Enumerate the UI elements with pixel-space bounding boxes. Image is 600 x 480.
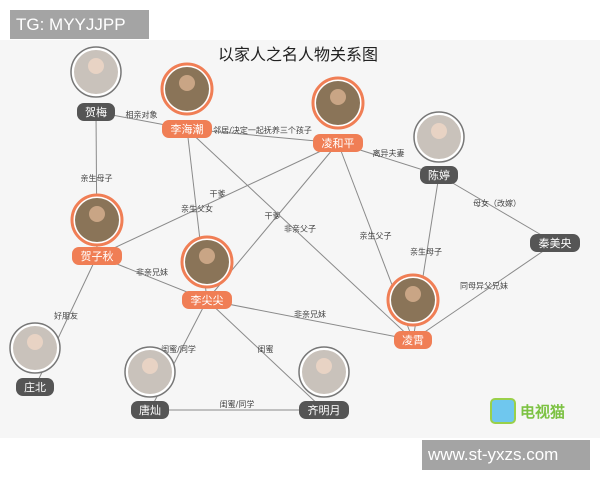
edge-label: 离异夫妻 (373, 148, 405, 158)
avatar-face (330, 89, 346, 105)
node-label-bg (162, 120, 212, 138)
avatar-face (179, 75, 195, 91)
edge-label: 母女（改嫁） (473, 198, 521, 208)
node-qinmy[interactable]: 秦美央 (530, 234, 580, 252)
node-label: 贺子秋 (81, 249, 114, 263)
avatar-face (316, 358, 332, 374)
edge-label: 闺蜜/同学 (161, 344, 196, 354)
node-label: 陈婷 (428, 168, 450, 182)
edge-tangcan-qimy: 闺蜜/同学 (150, 399, 324, 411)
node-label: 贺梅 (85, 105, 107, 119)
node-label: 唐灿 (139, 403, 161, 417)
edge-label: 非亲兄妹 (294, 309, 326, 319)
avatar-face (405, 286, 421, 302)
node-label: 庄北 (24, 380, 46, 394)
node-label: 李尖尖 (191, 293, 224, 307)
node-label-bg (72, 247, 122, 265)
edge-line (96, 142, 339, 257)
edge-chenting-qinmy: 母女（改嫁） (438, 174, 556, 244)
node-qimy[interactable]: 齐明月 (298, 346, 350, 419)
edge-qinmy-lingxiao: 同母异父兄妹 (412, 242, 556, 341)
avatar-face (88, 58, 104, 74)
edge-label: 闺蜜/同学 (220, 399, 255, 409)
edge-label: 邻居/决定一起抚养三个孩子 (213, 125, 312, 135)
edge-label: 同母异父兄妹 (460, 281, 508, 291)
edge-line (412, 242, 556, 341)
edge-label: 亲生父女 (181, 204, 213, 214)
node-lijj[interactable]: 李尖尖 (180, 235, 234, 309)
edge-hezq-linghp: 干爹 (96, 142, 339, 257)
node-label: 李海潮 (171, 122, 204, 136)
edge-label: 亲生母子 (81, 173, 113, 183)
node-label-bg (420, 166, 458, 184)
edge-label: 相亲对象 (126, 110, 158, 120)
node-label-bg (77, 103, 115, 121)
avatar-face (89, 206, 105, 222)
node-label-bg (182, 291, 232, 309)
edge-label: 好朋友 (54, 311, 78, 321)
node-zhuangbei[interactable]: 庄北 (9, 322, 61, 396)
node-hemei[interactable]: 贺梅 (70, 46, 122, 121)
tv-cat-icon (490, 398, 516, 424)
relationship-diagram: 以家人之名人物关系图 相亲对象邻居/决定一起抚养三个孩子亲生母子干爹亲生父女干爹… (0, 40, 600, 438)
node-tangcan[interactable]: 唐灿 (124, 346, 176, 419)
node-lihaichao[interactable]: 李海潮 (160, 62, 214, 138)
avatar-face (199, 248, 215, 264)
edge-line (206, 299, 414, 341)
edge-lihaichao-lingxiao: 非亲父子 (186, 128, 414, 341)
diagram-title: 以家人之名人物关系图 (218, 45, 378, 64)
edge-label: 非亲父子 (284, 224, 316, 234)
logo: 电视猫 (490, 398, 565, 424)
avatar-face (431, 123, 447, 139)
node-chenting[interactable]: 陈婷 (413, 111, 465, 184)
edge-line (186, 128, 339, 144)
avatar-face (27, 334, 43, 350)
node-label: 秦美央 (539, 236, 572, 250)
edge-lijj-qimy: 闺蜜 (206, 299, 325, 411)
edge-label: 干爹 (210, 189, 226, 199)
edge-line (438, 174, 556, 244)
node-lingxiao[interactable]: 凌霄 (386, 273, 440, 349)
edge-label: 干爹 (265, 211, 281, 221)
edge-line (186, 128, 414, 341)
node-label-bg (313, 134, 363, 152)
edge-lijj-lingxiao: 非亲兄妹 (206, 299, 414, 341)
node-label-bg (530, 234, 580, 252)
edge-line (206, 299, 325, 411)
edge-label: 非亲兄妹 (136, 267, 168, 277)
edge-label: 亲生父子 (360, 231, 392, 241)
node-label-bg (16, 378, 54, 396)
edge-label: 亲生母子 (410, 247, 442, 257)
avatar-face (142, 358, 158, 374)
node-linghp[interactable]: 凌和平 (311, 76, 365, 152)
logo-text: 电视猫 (520, 402, 566, 421)
node-hezq[interactable]: 贺子秋 (70, 193, 124, 265)
edge-lihaichao-linghp: 邻居/决定一起抚养三个孩子 (186, 125, 339, 144)
edge-label: 闺蜜 (258, 344, 274, 354)
node-label: 齐明月 (308, 403, 341, 417)
node-label: 凌和平 (322, 136, 355, 150)
node-label: 凌霄 (402, 333, 424, 347)
watermark-top: TG: MYYJJPP (10, 10, 149, 39)
node-label-bg (394, 331, 432, 349)
node-label-bg (299, 401, 349, 419)
watermark-bottom: www.st-yxzs.com (422, 440, 590, 470)
node-label-bg (131, 401, 169, 419)
